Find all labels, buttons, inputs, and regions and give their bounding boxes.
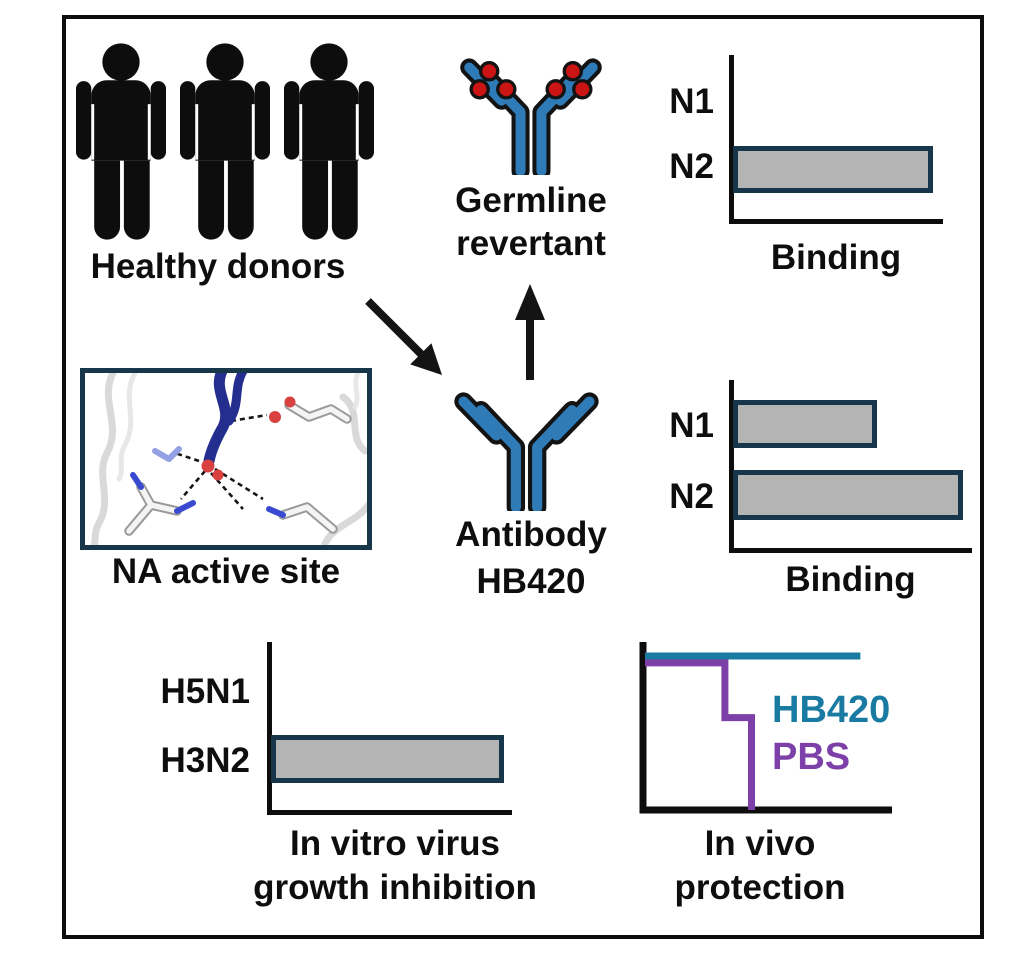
bar-hb420-n1 (733, 400, 877, 448)
oxygen-atoms (201, 396, 296, 481)
legend-pbs: PBS (772, 736, 851, 778)
legend-hb420: HB420 (772, 689, 891, 731)
bar-inhibition-h3n2 (271, 735, 504, 783)
binding-xlabel: Binding (770, 238, 902, 277)
category-label-n2: N2 (669, 147, 714, 186)
binding-xlabel: Binding (785, 560, 916, 599)
protection-survival-chart (639, 642, 892, 814)
bar-hb420-n2 (733, 470, 963, 520)
protection-axes (639, 642, 892, 814)
healthy-donors-label: Healthy donors (90, 247, 346, 286)
category-label-n1: N1 (669, 82, 714, 121)
na-active-site-label: NA active site (111, 552, 341, 591)
category-label-h5n1: H5N1 (160, 672, 250, 711)
bar-germline-n2 (733, 146, 933, 193)
mutation-dots (469, 61, 593, 100)
inhibitor-loop (203, 373, 248, 467)
donor-icon (180, 43, 270, 240)
binding-chart-hb420-axes (729, 380, 972, 553)
germline-revertant-antibody-icon (460, 58, 602, 175)
donor-icon (76, 43, 166, 240)
arrow-donors-to-antibody (365, 298, 442, 375)
category-label-h3n2: H3N2 (160, 741, 250, 780)
arrow-antibody-to-germline (515, 284, 545, 380)
growth-inhibition-axes (267, 642, 512, 815)
category-label-n2: N2 (669, 477, 714, 516)
binding-chart-germline-axes (729, 55, 943, 224)
hb420-antibody-icon (454, 392, 599, 511)
donor-icon (284, 43, 374, 240)
category-label-n1: N1 (669, 406, 714, 445)
nitrogen-atoms (130, 472, 286, 518)
na-active-site-image (80, 368, 372, 550)
